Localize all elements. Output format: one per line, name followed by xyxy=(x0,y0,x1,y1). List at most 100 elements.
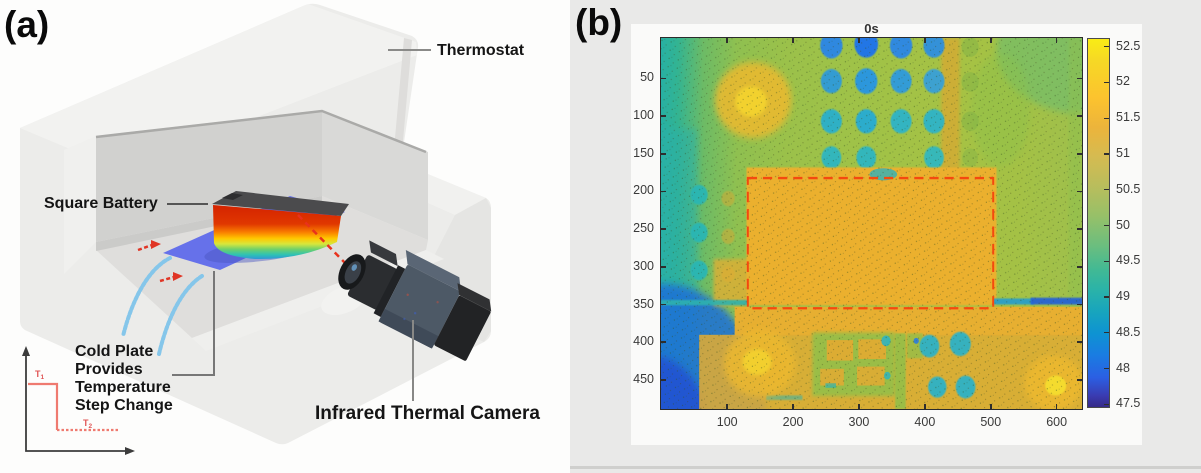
coolant-tube-2 xyxy=(157,274,204,356)
x-tick-mark xyxy=(792,38,794,43)
y-tick-mark xyxy=(1077,266,1082,268)
setup-illustration: T1 T2 xyxy=(20,3,492,455)
cavity-back-wall xyxy=(96,110,322,242)
colorbar-tick-mark xyxy=(1104,45,1109,48)
x-tick-label: 600 xyxy=(1046,415,1068,429)
y-tick-mark xyxy=(1077,77,1082,80)
colorbar-tick-label: 51 xyxy=(1116,145,1130,160)
colorbar-tick-mark xyxy=(1104,332,1109,334)
y-tick-label: 250 xyxy=(633,221,654,236)
infrared-camera xyxy=(338,240,492,361)
thermostat-label: Thermostat xyxy=(437,42,525,59)
y-tick-label: 450 xyxy=(633,371,654,386)
battery-thermal-face xyxy=(213,205,341,260)
panel-b-thermal-figure: (b) 0s xyxy=(570,0,1201,473)
panel-a-label: (a) xyxy=(4,4,50,45)
x-tick-mark xyxy=(1055,38,1058,43)
measurement-speckle-overlay xyxy=(661,38,1082,409)
colorbar-tick-mark xyxy=(1104,189,1109,191)
coolant-tube-1 xyxy=(121,256,172,338)
x-tick-mark xyxy=(1055,404,1058,409)
y-tick-mark xyxy=(1077,228,1082,230)
axis-arrow-right-icon xyxy=(125,447,135,455)
y-tick-label: 350 xyxy=(633,296,654,311)
colorbar-tick-label: 48.5 xyxy=(1116,324,1141,339)
y-tick-mark xyxy=(1077,379,1082,381)
colorbar-tick-label: 49 xyxy=(1116,289,1130,304)
y-tick-mark xyxy=(661,266,666,268)
x-tick-mark xyxy=(924,404,926,409)
x-tick-mark xyxy=(924,38,926,43)
t1-label: T1 xyxy=(35,369,45,381)
colorbar-tick-mark xyxy=(1104,224,1109,227)
temperature-step-graph: T1 T2 xyxy=(22,346,135,455)
colorbar-tick-label: 50 xyxy=(1116,217,1130,232)
cavity-top-edge-line xyxy=(95,109,427,154)
flow-arrow-icon xyxy=(137,240,161,252)
x-tick-mark xyxy=(990,404,992,409)
square-battery-label: Square Battery xyxy=(44,195,158,212)
thermal-heatmap-plot xyxy=(660,37,1083,410)
colorbar-tick-mark xyxy=(1104,296,1109,298)
y-tick-label: 100 xyxy=(633,108,654,123)
x-tick-label: 100 xyxy=(716,415,738,429)
panel-b-label: (b) xyxy=(575,2,623,43)
x-tick-mark xyxy=(726,404,728,409)
y-tick-label: 50 xyxy=(640,70,654,85)
y-tick-mark xyxy=(661,228,666,230)
y-tick-label: 400 xyxy=(633,334,654,349)
x-tick-mark xyxy=(990,38,992,43)
thermal-heatmap-image xyxy=(661,38,1082,409)
y-tick-label: 300 xyxy=(633,258,654,273)
cold-plate-connector-line xyxy=(172,271,215,376)
panel-a-setup-diagram: T1 T2 (a) Thermostat Square Battery Cold… xyxy=(0,0,570,473)
colorbar-tick-label: 50.5 xyxy=(1116,181,1141,196)
y-tick-mark xyxy=(661,190,666,193)
y-tick-mark xyxy=(661,341,666,343)
flow-arrow-icon xyxy=(159,272,183,283)
y-tick-mark xyxy=(661,303,666,306)
window-edge-strip xyxy=(570,466,1201,469)
x-tick-label: 200 xyxy=(782,415,804,429)
chamber-right-face xyxy=(393,38,412,163)
battery-terminal-notch xyxy=(222,193,243,200)
infrared-sight-line xyxy=(297,214,351,269)
axis-arrow-up-icon xyxy=(22,346,30,356)
x-tick-mark xyxy=(726,38,728,43)
y-tick-mark xyxy=(661,379,666,381)
chamber-top-face xyxy=(20,4,417,170)
colorbar-tick-label: 51.5 xyxy=(1116,110,1141,125)
x-tick-mark xyxy=(858,404,860,409)
t2-label: T2 xyxy=(83,418,93,430)
y-tick-mark xyxy=(1077,153,1082,155)
x-tick-label: 500 xyxy=(980,415,1002,429)
colorbar-tick-label: 47.5 xyxy=(1116,396,1141,411)
y-tick-label: 200 xyxy=(633,183,654,198)
colorbar-tick-label: 52 xyxy=(1116,74,1130,89)
x-tick-mark xyxy=(792,404,794,409)
y-tick-mark xyxy=(661,153,666,155)
colorbar-tick-mark xyxy=(1104,368,1109,370)
y-tick-mark xyxy=(1077,341,1082,343)
colorbar-tick-mark xyxy=(1104,403,1109,405)
colorbar-tick-label: 49.5 xyxy=(1116,253,1141,268)
colorbar-tick-label: 52.5 xyxy=(1116,38,1141,53)
y-tick-mark xyxy=(1077,190,1082,193)
y-tick-mark xyxy=(1077,303,1082,306)
heatmap-annotation-layer xyxy=(746,176,995,310)
cavity-left-cut-face xyxy=(64,136,96,274)
step-line-high xyxy=(28,382,59,430)
x-tick-label: 400 xyxy=(914,415,936,429)
y-tick-mark xyxy=(661,115,666,117)
colorbar-tick-mark xyxy=(1104,117,1109,119)
chart-title: 0s xyxy=(864,21,879,36)
x-tick-mark xyxy=(858,38,860,43)
y-tick-mark xyxy=(661,77,666,80)
colorbar xyxy=(1087,38,1110,408)
colorbar-tick-mark xyxy=(1104,260,1109,262)
x-tick-label: 300 xyxy=(848,415,870,429)
battery-roi-dashed-rect xyxy=(746,176,995,310)
colorbar-tick-label: 48 xyxy=(1116,360,1130,375)
y-tick-mark xyxy=(1077,115,1082,117)
